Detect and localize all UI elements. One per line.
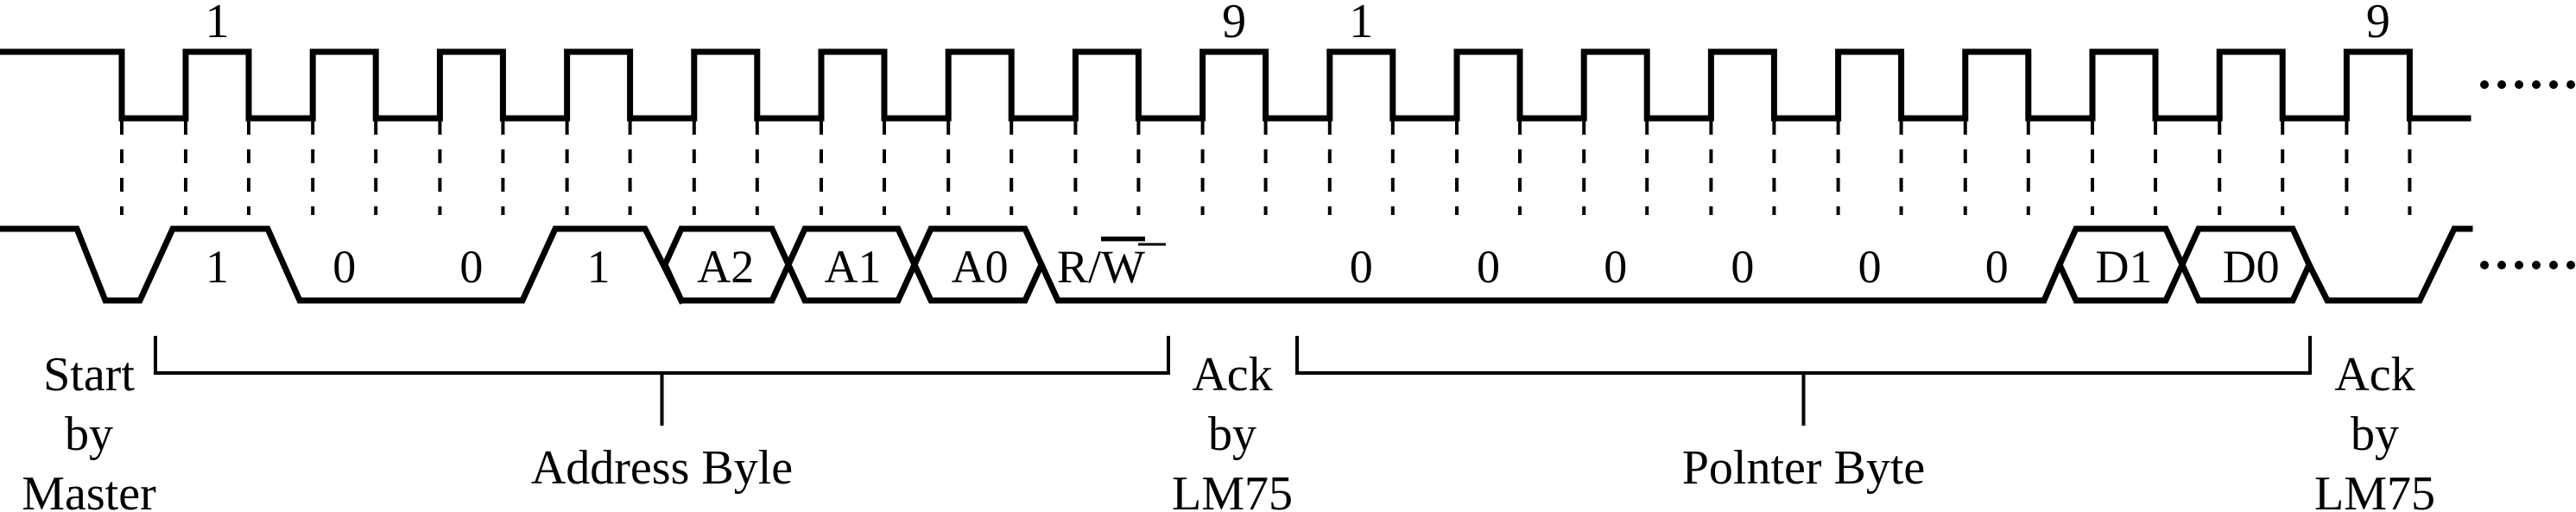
data-bit-label: 0 [459, 241, 483, 293]
continuation-dot [2532, 80, 2541, 89]
start-label-line3: Master [22, 467, 156, 512]
clock-edge-guides [120, 121, 2412, 215]
continuation-dot [2549, 80, 2558, 89]
data-bit-labels: 1 0 0 1 A2 A1 A0 R/W 0 0 0 0 0 0 D1 D0 [206, 241, 2280, 293]
ack2-label-line1: Ack [2334, 348, 2415, 401]
continuation-dot [2497, 261, 2506, 269]
continuation-dot [2567, 80, 2575, 89]
clock-pulse-label: 9 [2366, 0, 2390, 48]
clock-pulse-label: 1 [206, 0, 230, 48]
continuation-dot [2480, 261, 2489, 269]
byte-bracket [1295, 336, 2312, 426]
data-bit-label: 0 [1985, 241, 2009, 293]
continuation-dot [2549, 261, 2558, 269]
data-bit-label: 0 [1350, 241, 1373, 293]
data-bit-label: 0 [1731, 241, 1754, 293]
data-bit-label: D0 [2223, 241, 2280, 293]
ack1-label-line1: Ack [1192, 348, 1272, 401]
start-by-master-label: Start by Master [22, 348, 156, 512]
clock-pulse-label: 1 [1349, 0, 1373, 48]
continuation-dot [2515, 80, 2523, 89]
data-line-end [2305, 225, 2473, 304]
data-bit-label: 0 [332, 241, 356, 293]
data-bit-label: 0 [1477, 241, 1500, 293]
continuation-dot [2532, 261, 2541, 269]
data-bit-label: D1 [2096, 241, 2153, 293]
byte-bracket-label: Address Byle [531, 441, 793, 495]
start-label-line1: Start [43, 348, 135, 401]
ack2-label-line2: by [2351, 408, 2399, 461]
data-bit-label: 1 [206, 241, 229, 293]
ack2-label-line3: LM75 [2314, 467, 2435, 512]
continuation-dots [2480, 80, 2575, 269]
data-bit-label: 0 [1858, 241, 1882, 293]
data-bit-label: R/W [1057, 241, 1145, 293]
continuation-dot [2515, 261, 2523, 269]
data-bit-label: A0 [952, 241, 1009, 293]
ack1-label-line2: by [1208, 408, 1256, 461]
continuation-dot [2497, 80, 2506, 89]
clock-waveform [0, 48, 2472, 122]
continuation-dot [2480, 80, 2489, 89]
data-line-start [0, 225, 686, 305]
data-waveform [0, 225, 2473, 305]
ack1-label-line3: LM75 [1172, 467, 1293, 512]
continuation-dot [2567, 261, 2575, 269]
data-bit-label: A2 [697, 241, 754, 293]
byte-bracket-label: Polnter Byte [1682, 441, 1926, 495]
clock-pulse-label: 9 [1222, 0, 1246, 48]
data-bit-label: 1 [587, 241, 611, 293]
data-bit-label: 0 [1604, 241, 1627, 293]
data-bit-label: A1 [825, 241, 882, 293]
byte-bracket [154, 336, 1170, 426]
ack-by-lm75-label-2: Ack by LM75 [2314, 348, 2435, 512]
ack-by-lm75-label-1: Ack by LM75 [1172, 348, 1293, 512]
start-label-line2: by [65, 408, 113, 461]
data-line-rw-pointer [1037, 260, 2064, 304]
byte-brackets: Address Byle Polnter Byte [154, 336, 2312, 495]
